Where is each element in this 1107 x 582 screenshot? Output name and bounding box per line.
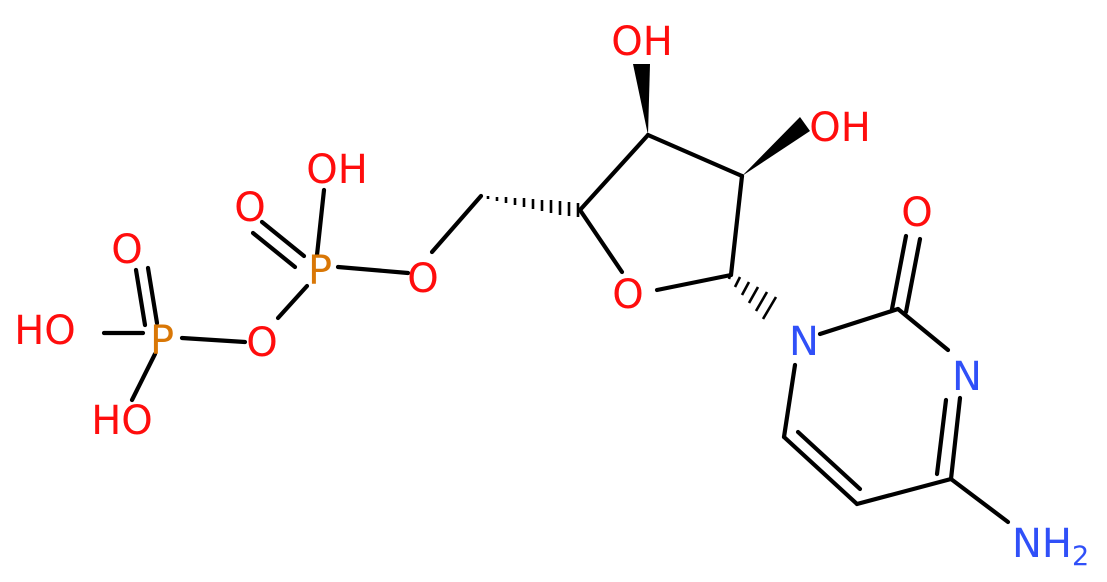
bond-o5-p1 xyxy=(335,264,411,276)
bond-c5-o5 xyxy=(429,193,484,255)
atom-oh-top: OH xyxy=(611,19,673,65)
bond-c2-o-double-b xyxy=(903,236,923,315)
bond-c5-c6-b xyxy=(795,429,863,492)
atom-oh-right: OH xyxy=(809,105,871,151)
bond-c1-oring xyxy=(654,272,734,293)
bond-p1-oh xyxy=(314,187,327,258)
atom-o-double-phosphate-2: O xyxy=(111,227,142,273)
atom-ho-phosphate-2-lower: HO xyxy=(91,398,153,444)
bond-layer xyxy=(101,64,1011,525)
bond-c5-c6-a xyxy=(781,434,860,507)
bond-p1-o-double-a xyxy=(259,219,307,259)
bond-c2-c1 xyxy=(728,173,745,278)
wedge-c3-oh xyxy=(633,64,650,135)
atom-ho-phosphate-2: HO xyxy=(14,308,76,354)
atom-o-double-phosphate-1: O xyxy=(234,185,265,231)
atom-phosphorus-2: P xyxy=(150,318,174,364)
bond-c3-c2 xyxy=(645,132,745,179)
bond-c6-n1 xyxy=(781,362,798,440)
atom-nh2: NH2 xyxy=(1012,521,1089,572)
bond-p2-o-double-b xyxy=(133,267,148,328)
bond-c4-nh2 xyxy=(948,476,1011,525)
atom-nh2-main: NH xyxy=(1012,521,1072,567)
hash-c1-n1 xyxy=(727,271,778,320)
atom-labels: OH OH OH O P O O O HO P O HO O N N NH2 xyxy=(14,19,1089,572)
bond-oring-c4 xyxy=(577,207,625,275)
atom-o-bridge-5prime: O xyxy=(407,256,438,302)
bond-p2-o-double-a xyxy=(145,265,160,326)
atom-nh2-subscript: 2 xyxy=(1072,541,1089,572)
bond-p1-obridge xyxy=(275,283,310,321)
bond-c4-c3 xyxy=(577,132,651,213)
bond-n3-c4-a xyxy=(948,395,963,482)
bond-c2-n3 xyxy=(895,306,951,353)
atom-oh-phosphate-1: OH xyxy=(306,147,368,193)
atom-phosphorus-1: P xyxy=(308,248,332,294)
atom-n1: N xyxy=(789,319,819,365)
bond-p2-ho-low xyxy=(129,351,158,403)
bond-n1-c2 xyxy=(817,306,901,337)
bond-obridge-p2 xyxy=(179,335,248,345)
atom-o-carbonyl: O xyxy=(901,190,932,236)
bond-p1-o-double-b xyxy=(250,230,298,270)
bond-c2-o-double-a xyxy=(889,233,909,312)
bond-c4-c5 xyxy=(854,476,954,507)
wedge-c2-oh xyxy=(742,117,810,176)
atom-n3: N xyxy=(952,354,982,400)
atom-o-ring: O xyxy=(612,272,643,318)
bond-n3-c4-b xyxy=(934,397,949,477)
atom-o-bridge-pyrophosphate: O xyxy=(246,320,277,366)
hash-c4-c5 xyxy=(486,196,580,217)
